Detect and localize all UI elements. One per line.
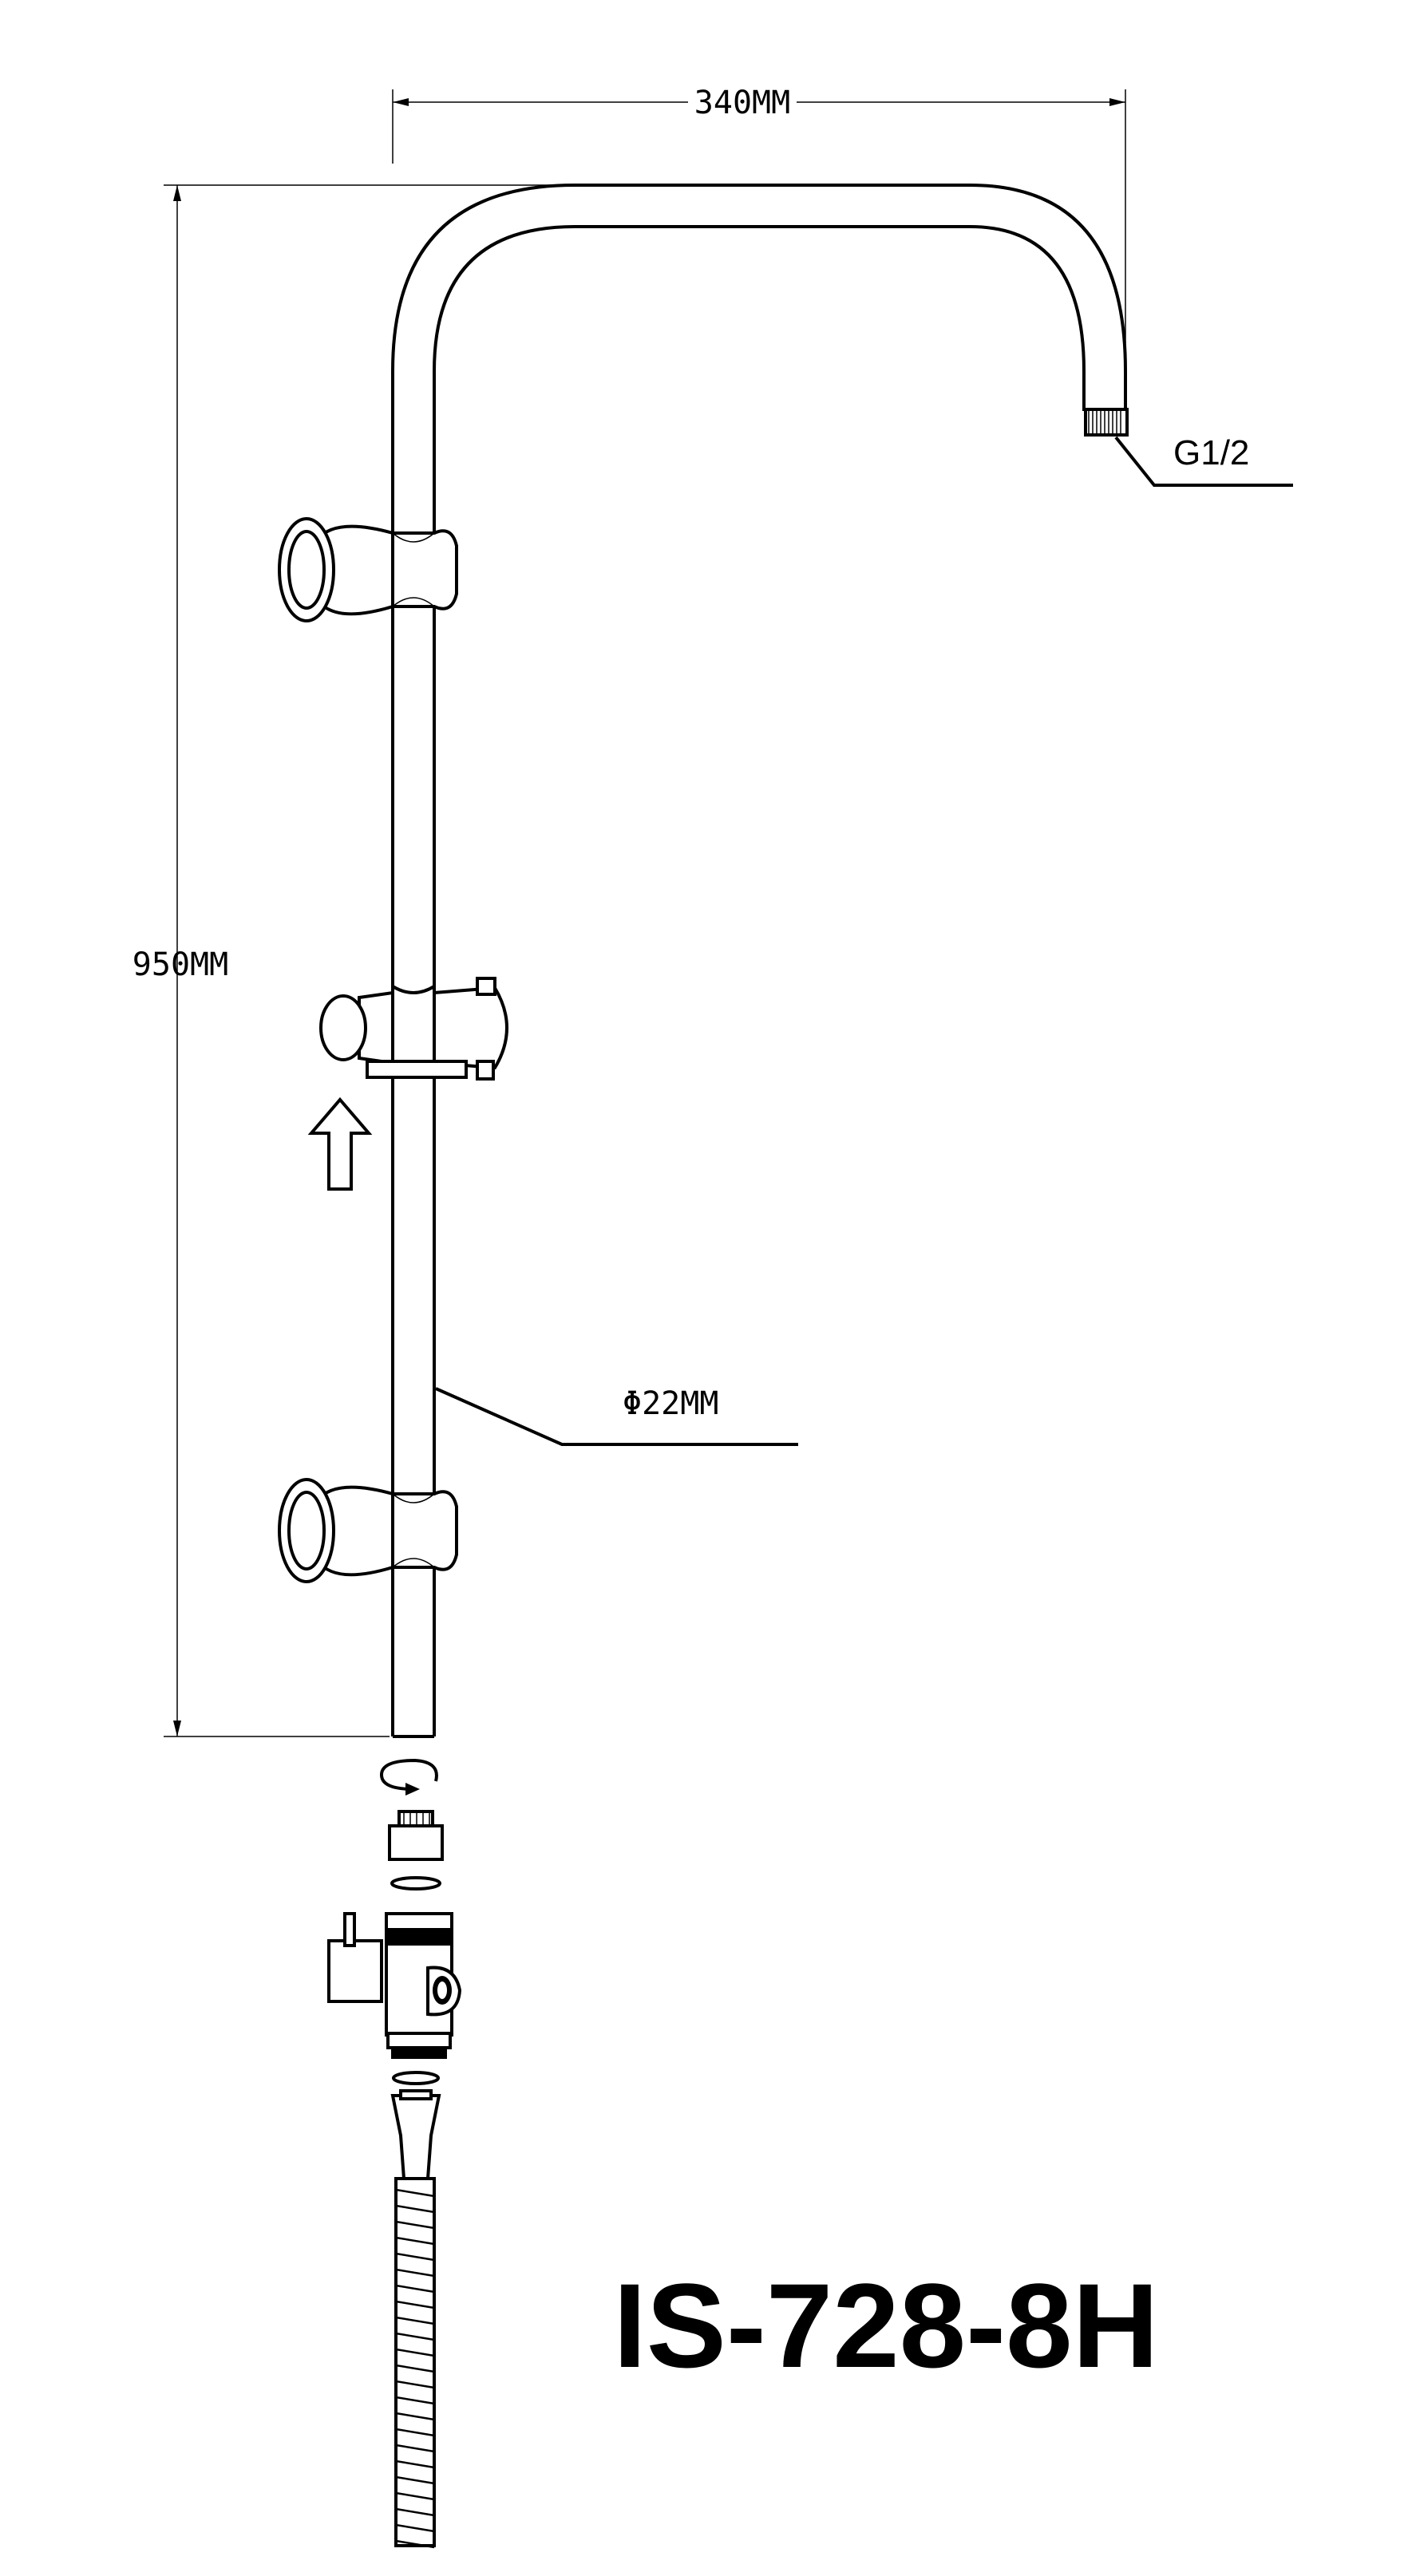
height-dimension-label: 950MM: [132, 946, 228, 983]
hose-rib: [395, 2236, 435, 2246]
hose-rib: [395, 2396, 435, 2405]
hose-rib: [395, 2428, 435, 2437]
connector-nut: [388, 1810, 444, 1861]
hose-rib: [395, 2332, 435, 2341]
hose-rib: [395, 2507, 435, 2517]
hose-rib: [395, 2316, 435, 2325]
hose-rib: [395, 2268, 435, 2278]
width-dimension: 340MM: [392, 80, 1126, 343]
hose-rib: [395, 2188, 435, 2198]
height-dimension: 950MM: [132, 184, 559, 1737]
width-dimension-label: 340MM: [694, 85, 790, 121]
shower-rail-pipe: [391, 184, 1127, 1738]
hose-rib: [395, 2204, 435, 2214]
hose-rib: [395, 2459, 435, 2469]
thread-callout: G1/2: [1114, 433, 1293, 487]
hose-rib: [395, 2444, 435, 2453]
hose-rib: [395, 2364, 435, 2373]
shower-hose: [390, 2089, 441, 2549]
diverter-valve: [327, 1912, 462, 2059]
sealing-washer-upper: [390, 1876, 441, 1891]
sealing-washer-lower: [392, 2071, 440, 2085]
threaded-outlet: [1084, 408, 1129, 437]
thread-label: G1/2: [1173, 433, 1249, 472]
upward-arrow-icon: [307, 1096, 373, 1191]
upper-wall-bracket: [278, 517, 458, 622]
hose-rib: [395, 2380, 435, 2389]
sliding-holder: [319, 977, 508, 1081]
diameter-label: Φ22MM: [623, 1385, 718, 1422]
hose-rib: [395, 2300, 435, 2309]
diameter-callout: Φ22MM: [435, 1385, 798, 1446]
hose-rib: [395, 2284, 435, 2294]
hose-rib: [395, 2491, 435, 2501]
hose-rib: [395, 2523, 435, 2533]
hose-rib: [395, 2348, 435, 2357]
hose-rib: [395, 2539, 435, 2549]
rotation-arrow-icon: [379, 1758, 438, 1796]
model-number: IS-728-8H: [613, 2258, 1159, 2392]
hose-rib: [395, 2220, 435, 2230]
hose-rib: [395, 2475, 435, 2485]
hose-rib: [395, 2412, 435, 2421]
lower-wall-bracket: [278, 1478, 458, 1583]
hose-rib: [395, 2252, 435, 2262]
